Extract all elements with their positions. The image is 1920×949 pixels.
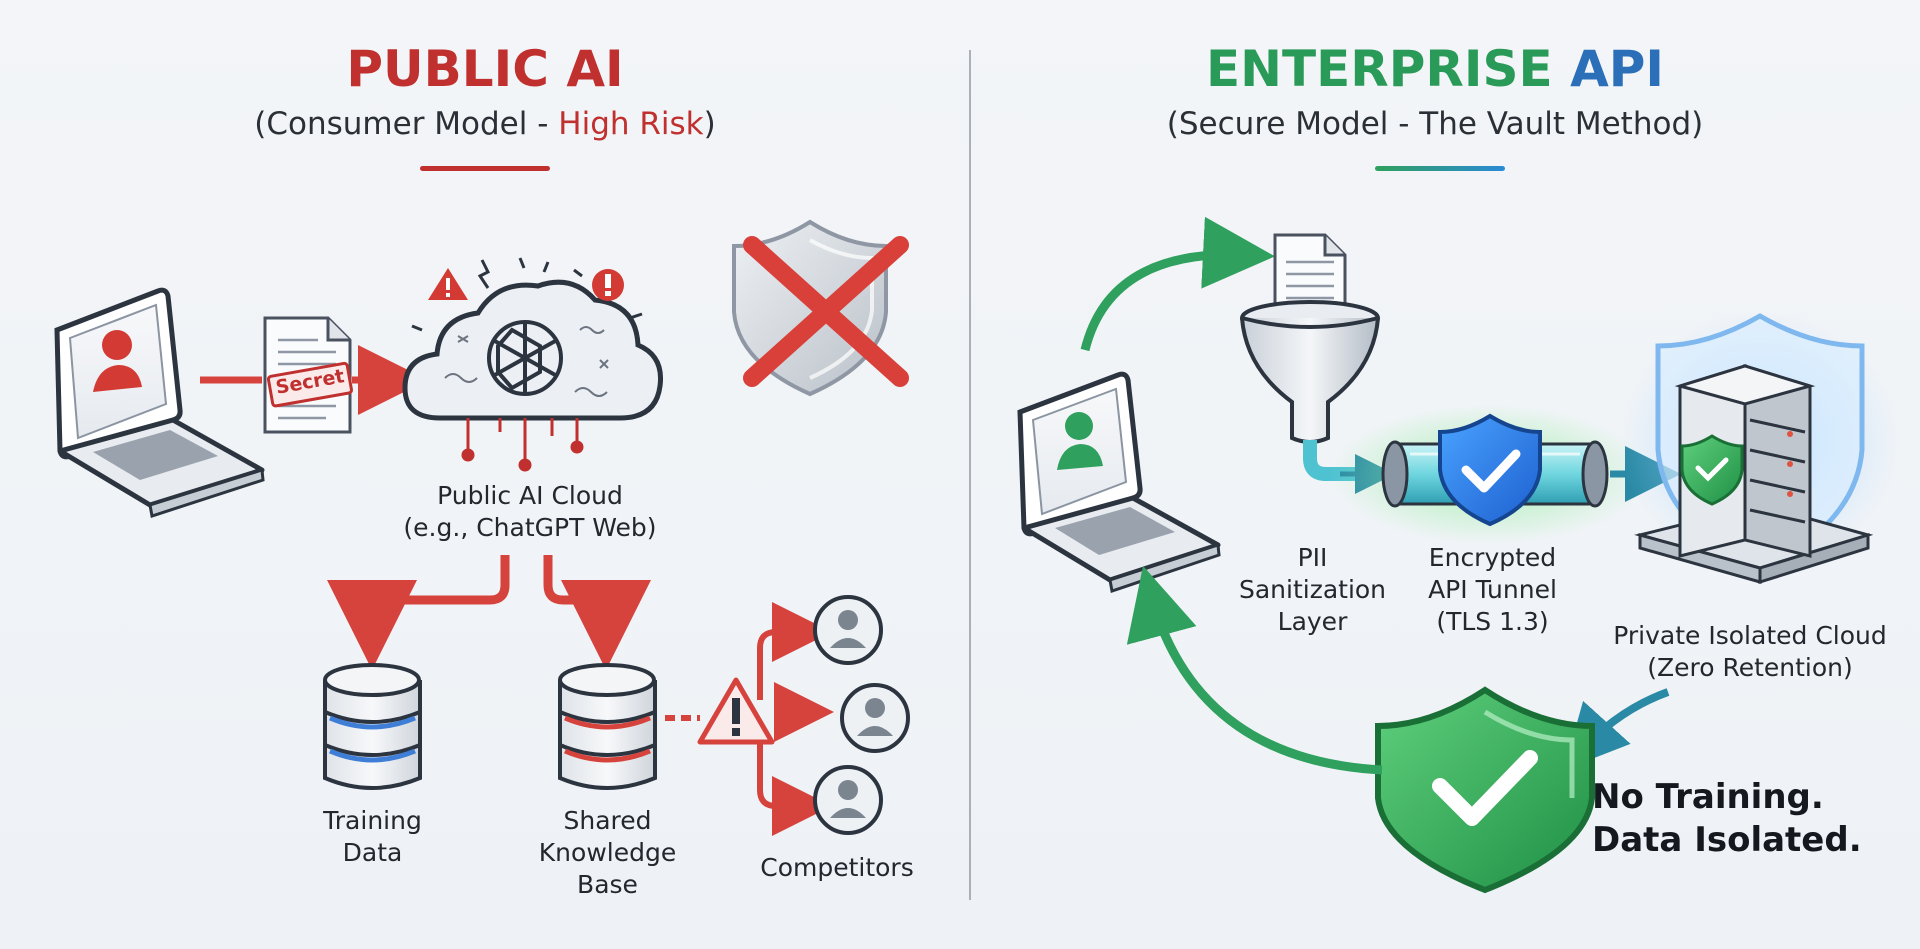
crossed-shield-icon bbox=[732, 219, 909, 397]
competitors-label: Competitors bbox=[760, 853, 914, 882]
private-server-icon bbox=[1620, 310, 1900, 585]
title-word-ai: AI bbox=[566, 40, 624, 98]
arrow-to-competitor-top bbox=[757, 602, 832, 700]
public-ai-title: PUBLIC AI bbox=[200, 40, 770, 98]
private-cloud-label: Private Isolated Cloud (Zero Retention) bbox=[1613, 621, 1887, 682]
enterprise-api-title: ENTERPRISE API bbox=[1150, 40, 1720, 98]
database-shared-icon bbox=[558, 663, 657, 790]
arrow-laptop-to-sanitizer bbox=[1080, 216, 1275, 352]
pipe-funnel-to-tunnel bbox=[1303, 440, 1380, 481]
encrypted-tunnel-icon bbox=[1330, 404, 1650, 544]
arrow-to-competitor-bottom bbox=[757, 744, 832, 836]
pii-sanitization-label: PII Sanitization Layer bbox=[1238, 543, 1387, 636]
encrypted-tunnel-label: Encrypted API Tunnel (TLS 1.3) bbox=[1428, 543, 1557, 636]
competitor-avatar-icon bbox=[813, 765, 883, 835]
result-statement: No Training. Data Isolated. bbox=[1592, 777, 1862, 860]
warning-icon bbox=[697, 677, 775, 745]
arrow-result-to-laptop bbox=[1126, 565, 1383, 775]
public-cloud-icon bbox=[402, 257, 664, 472]
title-word-public: PUBLIC bbox=[346, 40, 549, 98]
competitor-avatar-icon bbox=[813, 595, 883, 665]
enterprise-underline bbox=[1375, 166, 1505, 171]
verified-shield-icon bbox=[1375, 686, 1595, 894]
section-divider bbox=[969, 50, 971, 900]
laptop-icon bbox=[1017, 371, 1221, 593]
title-word-api: API bbox=[1570, 40, 1665, 98]
funnel-icon bbox=[1240, 300, 1380, 444]
database-training-icon bbox=[323, 663, 422, 790]
training-data-label: Training Data bbox=[323, 806, 422, 867]
shared-knowledge-label: Shared Knowledge Base bbox=[538, 806, 677, 899]
document-icon bbox=[263, 316, 353, 434]
laptop-icon bbox=[54, 287, 265, 518]
arrow-cloud-to-shared bbox=[543, 555, 651, 670]
enterprise-api-subtitle: (Secure Model - The Vault Method) bbox=[1166, 106, 1704, 142]
risk-text: High Risk bbox=[558, 106, 704, 142]
arrow-cloud-to-training bbox=[327, 555, 510, 670]
public-underline bbox=[420, 166, 550, 171]
public-ai-subtitle: (Consumer Model - High Risk) bbox=[254, 106, 716, 142]
title-word-enterprise: ENTERPRISE bbox=[1205, 40, 1553, 98]
competitor-avatar-icon bbox=[840, 683, 910, 753]
public-cloud-label: Public AI Cloud (e.g., ChatGPT Web) bbox=[403, 481, 657, 542]
